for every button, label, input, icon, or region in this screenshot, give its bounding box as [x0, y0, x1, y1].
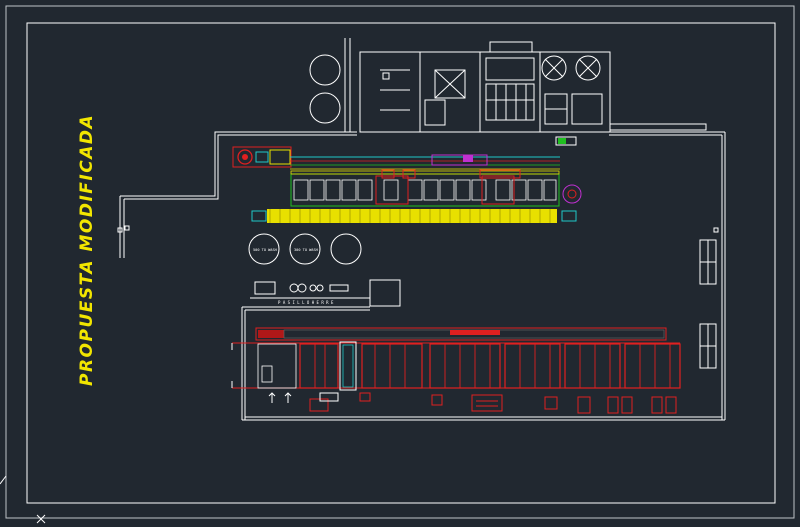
outer-sheet-border [5, 5, 795, 519]
upper-process-line [232, 136, 582, 223]
corner-cross-icon [36, 514, 46, 524]
corner-tick [0, 475, 7, 485]
lower-process-line [231, 327, 681, 414]
inner-sheet-border [26, 22, 776, 504]
wash-tank-3 [330, 233, 362, 265]
equipment-room [359, 41, 611, 133]
right-cabinets [699, 239, 717, 369]
upper-line-red-accents [375, 175, 515, 205]
wash-tanks [248, 233, 362, 265]
drawing-title: PROPUESTA MODIFICADA [77, 114, 97, 386]
wash-tank-1 [248, 233, 280, 265]
upper-line-modules [293, 179, 557, 201]
tank-label-2: 300 TO WASH [294, 248, 318, 252]
silo-group [309, 38, 351, 132]
auxiliary-equipment [250, 279, 401, 307]
wash-tank-2 [289, 233, 321, 265]
corridor-label: P A S I L L O H E R R E [278, 300, 334, 305]
tank-label-1: 500 TO WASH [253, 248, 277, 252]
building-outline [119, 123, 726, 421]
wall-markers [117, 225, 719, 233]
